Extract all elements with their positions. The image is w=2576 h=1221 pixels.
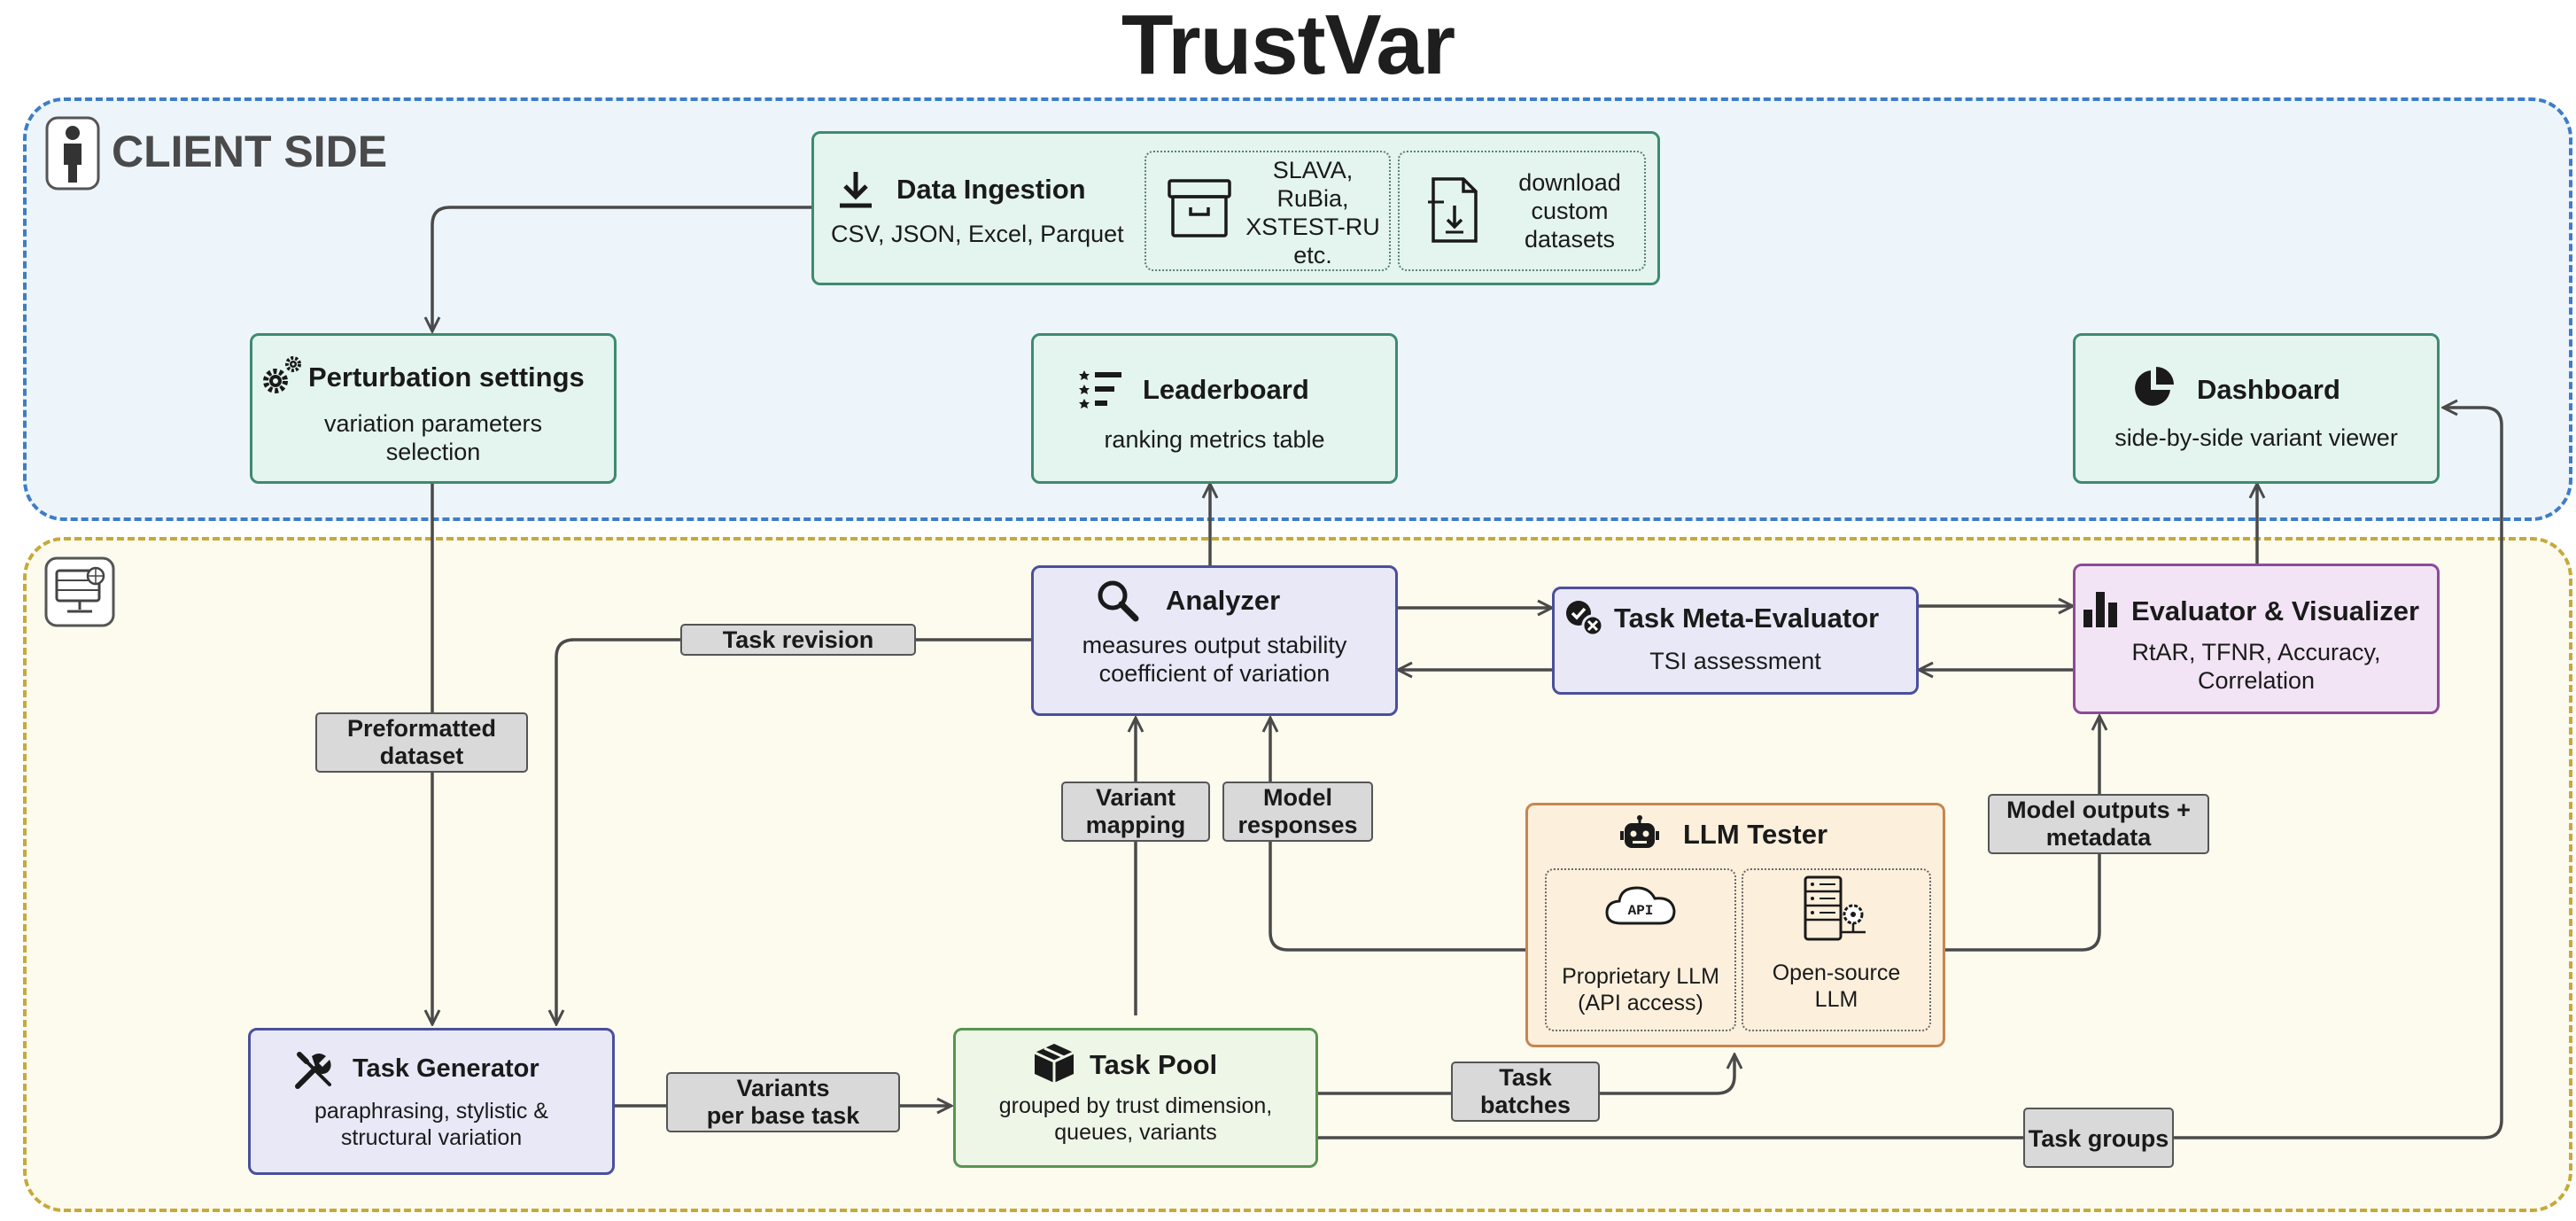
builtin-dataset-1: SLAVA, [1272,157,1354,183]
file-download-icon [1428,177,1478,243]
preformatted-dataset-label: Preformatted dataset [315,712,528,773]
builtin-dataset-4: etc. [1293,242,1332,268]
builtin-dataset-3: XSTEST-RU [1245,214,1380,240]
edge-pool-to-llm [1318,1054,1734,1095]
task-pool-box [953,1028,1318,1168]
evaluator-visualizer-desc-2: Correlation [2197,667,2316,694]
analyzer-desc-2: coefficient of variation [1098,660,1331,687]
preformatted-line-1: Preformatted [346,715,497,742]
model-responses-label: Model responses [1222,782,1373,842]
preformatted-line-2: dataset [379,743,464,769]
custom-datasets-panel [1398,151,1646,271]
boxes-icon [1034,1044,1075,1083]
robot-icon [1620,815,1659,848]
pie-chart-icon [2135,367,2174,406]
magnifier-icon [1098,580,1139,622]
meta-evaluator-desc: TSI assessment [1649,648,1821,674]
task-revision-label: Task revision [680,624,916,656]
task-generator-title: Task Generator [353,1054,539,1083]
perturbation-settings-title: Perturbation settings [308,362,585,393]
task-batches-line-2: batches [1479,1092,1571,1118]
perturbation-settings-desc-2: selection [385,439,481,465]
model-responses-line-1: Model [1263,784,1332,811]
opensource-llm-panel [1742,868,1931,1031]
ranked-list-icon [1079,370,1121,408]
edge-pool-to-dashboard [1318,408,2503,1139]
model-outputs-line-2: metadata [2045,824,2152,851]
gears-icon [263,356,301,393]
dashboard-desc: side-by-side variant viewer [2114,424,2398,451]
evaluator-visualizer-title: Evaluator & Visualizer [2131,595,2420,626]
proprietary-llm-panel [1545,868,1736,1031]
meta-evaluator-box [1552,587,1919,695]
variants-per-base-line-1: Variants [736,1075,830,1101]
leaderboard-desc: ranking metrics table [1104,426,1325,453]
person-icon [45,116,100,191]
proprietary-llm-line-1: Proprietary LLM [1562,964,1719,989]
task-generator-desc-1: paraphrasing, stylistic & [314,1099,548,1124]
data-ingestion-box [811,131,1660,285]
task-generator-box [248,1028,615,1175]
archive-box-icon [1168,179,1231,237]
task-batches-line-1: Task [1499,1064,1552,1091]
proprietary-llm-line-2: (API access) [1578,991,1703,1015]
leaderboard-box [1031,333,1398,484]
analyzer-box [1031,565,1398,716]
variant-mapping-line-2: mapping [1085,812,1186,838]
task-pool-title: Task Pool [1090,1049,1218,1080]
model-responses-line-2: responses [1238,812,1358,838]
edge-llm-to-analyzer [1270,718,1525,952]
opensource-llm-line-1: Open-source [1772,960,1901,985]
opensource-llm-line-2: LLM [1814,987,1858,1012]
bar-chart-icon [2083,592,2117,627]
custom-datasets-line-1: download [1518,169,1621,196]
llm-tester-title: LLM Tester [1683,819,1828,850]
evaluator-visualizer-desc-1: RtAR, TFNR, Accuracy, [2131,639,2381,665]
api-badge: API [1628,903,1654,919]
variant-mapping-label: Variant mapping [1061,782,1210,842]
custom-datasets-line-3: datasets [1524,226,1616,253]
page-title: TrustVar [1121,0,1455,92]
tools-icon [295,1052,331,1089]
task-pool-desc-2: queues, variants [1054,1120,1217,1145]
dashboard-box [2073,333,2440,484]
analyzer-title: Analyzer [1166,585,1281,616]
api-cloud-icon: API [1605,886,1676,925]
client-side-label: CLIENT SIDE [112,127,388,176]
variant-mapping-line-1: Variant [1095,784,1176,811]
data-ingestion-title: Data Ingestion [896,174,1086,205]
model-outputs-line-1: Model outputs + [2006,797,2191,823]
evaluator-visualizer-box [2073,564,2440,714]
perturbation-settings-desc-1: variation parameters [323,410,543,437]
edge-analyzer-to-generator [556,638,1031,1024]
download-icon [840,172,872,208]
perturbation-settings-box [250,333,617,484]
task-generator-desc-2: structural variation [340,1125,523,1150]
edge-llm-to-evaluator [1945,716,2099,952]
variants-per-base-label: Variants per base task [666,1072,900,1132]
task-pool-desc-1: grouped by trust dimension, [998,1093,1273,1118]
builtin-dataset-2: RuBia, [1276,185,1349,212]
model-outputs-label: Model outputs + metadata [1988,794,2209,854]
dashboard-title: Dashboard [2197,374,2340,405]
server-rack-icon [1804,875,1866,941]
task-batches-label: Task batches [1451,1062,1600,1122]
variants-per-base-line-2: per base task [706,1102,860,1129]
analyzer-desc-1: measures output stability [1082,632,1347,658]
leaderboard-title: Leaderboard [1143,374,1309,405]
check-cross-icon [1566,601,1604,637]
server-monitor-icon [44,556,115,627]
task-groups-label: Task groups [2023,1108,2174,1168]
meta-evaluator-title: Task Meta-Evaluator [1614,603,1880,634]
edge-ingestion-to-perturbation [432,206,811,331]
data-ingestion-formats: CSV, JSON, Excel, Parquet [831,221,1124,247]
custom-datasets-line-2: custom [1531,198,1609,224]
builtin-datasets-panel [1144,151,1391,271]
